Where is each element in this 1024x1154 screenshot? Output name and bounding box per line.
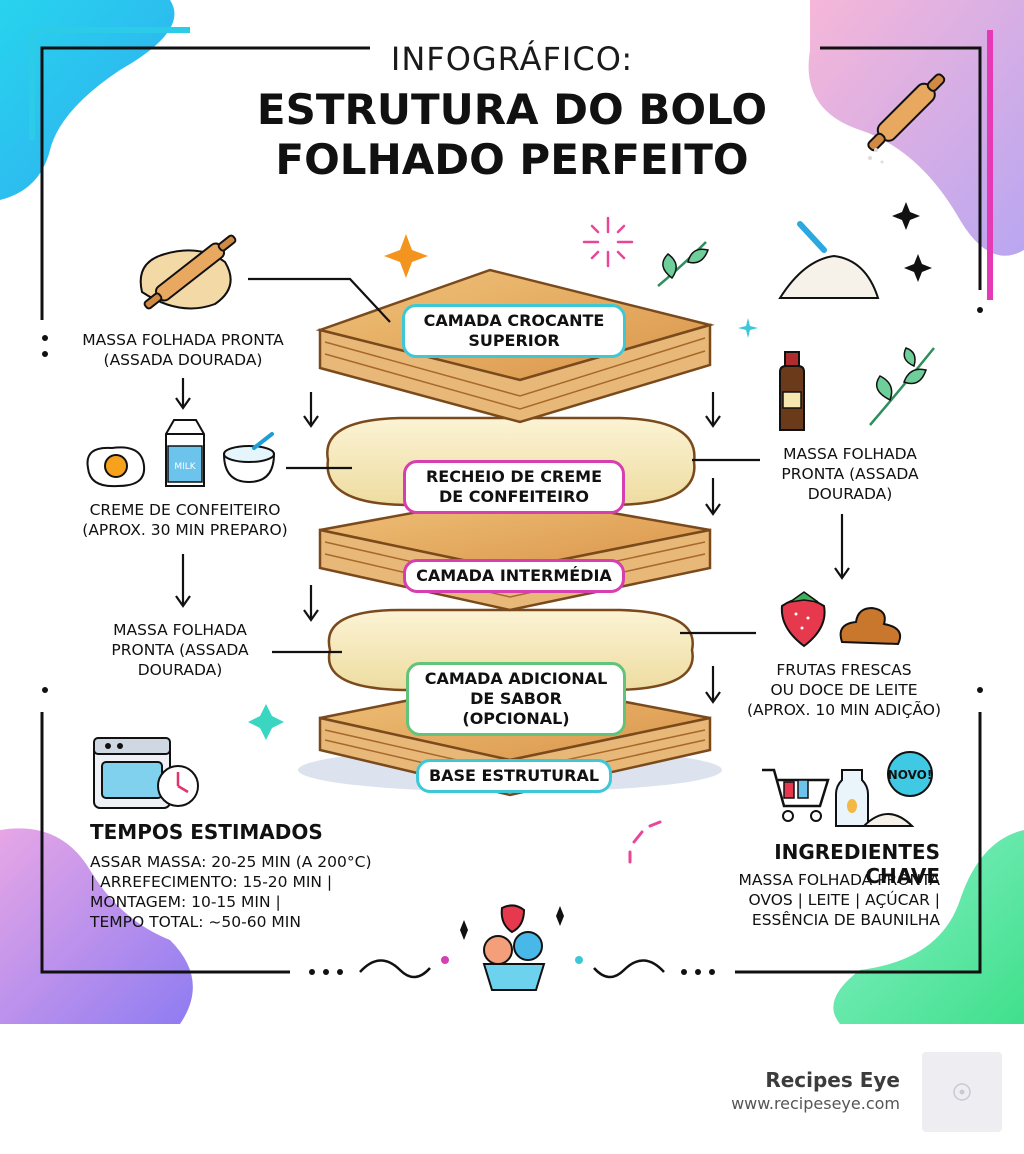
ingredients-title: INGREDIENTES CHAVE — [774, 840, 940, 888]
times-title: TEMPOS ESTIMADOS — [90, 820, 323, 844]
new-badge — [887, 751, 933, 797]
title-overline: INFOGRÁFICO: — [390, 40, 634, 78]
left-step-2: CREME DE CONFEITEIRO (APROX. 30 MIN PREP… — [82, 501, 288, 539]
frame-accent-top-left — [29, 27, 190, 140]
shopping-ingredients-icons: NOVO! — [762, 751, 933, 827]
footer-url[interactable]: www.recipeseye.com — [731, 1094, 900, 1113]
logo-mark-icon — [953, 1083, 971, 1101]
layer-label-base: BASE ESTRUTURAL — [416, 759, 612, 793]
frame-top-right — [820, 46, 982, 290]
sparkle-icon — [904, 254, 932, 282]
svg-text:MILK: MILK — [174, 462, 196, 472]
frame-top-left — [40, 46, 370, 320]
sparkle-icon — [738, 318, 758, 338]
infographic-poster: INFOGRÁFICO: ESTRUTURA DO BOLO FOLHADO P… — [0, 0, 1024, 1024]
sugar-bowl-icon — [222, 432, 276, 484]
sparkle-icon — [460, 920, 468, 940]
layer-label-flavor: CAMADA ADICIONAL DE SABOR (OPCIONAL) — [406, 662, 626, 736]
burst-icon — [582, 216, 634, 268]
rolling-pin-flour-icon — [867, 73, 946, 164]
flour-pile-icon — [778, 221, 880, 299]
leaf-icon — [869, 347, 935, 426]
svg-text:NOVO!: NOVO! — [888, 768, 933, 782]
rolling-pin-icon — [139, 234, 237, 310]
background-decoration — [0, 0, 1024, 1024]
milk-carton-icon: MILK — [165, 419, 205, 487]
sparkle-icon — [248, 704, 284, 740]
confetti-icon — [628, 820, 662, 864]
ingredients-body: MASSA FOLHADA PRONTA OVOS | LEITE | AÇÚC… — [738, 871, 940, 929]
page-title: ESTRUTURA DO BOLO FOLHADO PERFEITO — [0, 85, 1024, 185]
sparkle-icon — [384, 234, 428, 278]
right-step-1: MASSA FOLHADA PRONTA (ASSADA DOURADA) — [781, 445, 919, 503]
title-line-2: FOLHADO PERFEITO — [275, 135, 749, 184]
strawberry-icon — [500, 904, 526, 934]
layer-label-top-crust: CAMADA CROCANTE SUPERIOR — [402, 304, 626, 358]
footer-brand: Recipes Eye — [765, 1068, 900, 1092]
layer-label-custard: RECHEIO DE CREME DE CONFEITEIRO — [403, 460, 625, 514]
shopping-cart-icon — [762, 768, 830, 808]
swirl-ornament-left — [359, 959, 431, 979]
frame-bottom-right — [735, 712, 982, 974]
left-step-1: MASSA FOLHADA PRONTA (ASSADA DOURADA) — [82, 331, 284, 369]
connector-lines — [175, 277, 850, 704]
strawberry-caramel-icons — [780, 591, 902, 648]
corner-blob-bottom-left — [0, 828, 193, 1024]
egg-icon — [86, 446, 146, 488]
frame-bottom-left — [40, 712, 290, 974]
sparkle-icon — [892, 202, 920, 230]
right-step-2: FRUTAS FRESCAS OU DOCE DE LEITE (APROX. … — [746, 661, 942, 719]
oven-icon — [93, 737, 199, 809]
caramel-icon — [839, 606, 902, 646]
sparkle-icon — [556, 906, 564, 926]
title-line-1: ESTRUTURA DO BOLO — [256, 85, 768, 134]
corner-blob-top-right — [808, 0, 1024, 256]
corner-blob-bottom-right — [833, 830, 1024, 1024]
layer-label-middle: CAMADA INTERMÉDIA — [403, 559, 625, 593]
swirl-ornament-right — [593, 959, 665, 979]
vanilla-bottle-icon — [779, 351, 805, 431]
corner-blob-top-left — [0, 0, 175, 200]
brand-logo — [922, 1052, 1002, 1132]
times-body: ASSAR MASSA: 20-25 MIN (A 200°C) | ARREF… — [90, 853, 372, 931]
mint-leaf-icon — [657, 241, 709, 287]
cupcake-icon — [460, 904, 564, 991]
sparkles — [248, 202, 932, 864]
left-step-3: MASSA FOLHADA PRONTA (ASSADA DOURADA) — [111, 621, 249, 679]
